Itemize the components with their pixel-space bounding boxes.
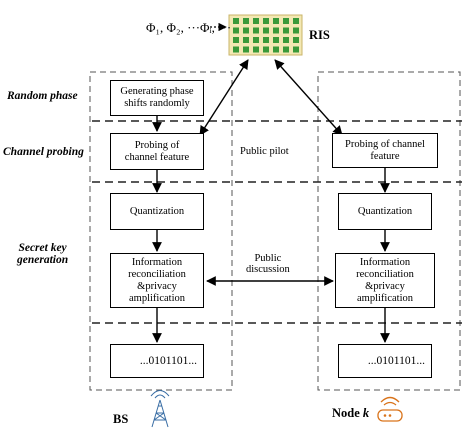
ris-element-cell [263,18,269,24]
public-pilot-label: Public pilot [240,146,289,157]
public-discussion-label: Public discussion [246,253,290,275]
ris-element-cell [243,18,249,24]
bs-label: BS [113,412,129,426]
phase-sequence-text: Φ₁, Φ₂, ···Φᵢ, ··· [146,20,232,35]
ris-element-cell [233,27,239,34]
bs-generate-line2: shifts randomly [124,98,190,109]
ris-element-cell [283,46,289,53]
ris-element-cell [253,27,259,34]
bs-info-reconciliation-box: Information reconciliation &privacy ampl… [110,253,204,308]
ris-element-cell [233,46,239,53]
ris-bs-link [199,59,249,136]
ris-element-cell [253,18,259,24]
node-label: Node k [332,406,369,421]
bs-probing-line2: channel feature [124,151,190,163]
ris-element-cell [293,46,299,53]
bs-key-box: ...0101101... [110,344,204,378]
node-key-bits: ...0101101... [367,355,425,367]
node-info-line1: Information [359,256,411,268]
node-quantization-box: Quantization [338,193,432,230]
ris-element-cell [283,37,289,43]
node-info-line4: amplification [357,292,413,304]
ris-element-cell [243,46,249,53]
ris-element-cell [283,27,289,34]
ris-element-cell [273,37,279,43]
ris-label: RIS [309,28,330,42]
ris-element-cell [243,37,249,43]
bs-generate-phase-box: Generating phase shifts randomly [110,80,204,116]
bs-generate-line1: Generating phase [120,86,194,97]
ris-element-cell [293,37,299,43]
ris-element-cell [233,18,239,24]
bs-info-line4: amplification [129,292,185,304]
ris-element-cell [273,46,279,53]
public-discussion-line1: Public [254,253,282,264]
router-icon [377,396,403,422]
ris-element-cell [293,27,299,34]
bs-info-line3: &privacy [137,280,177,292]
ris-element-cell [293,18,299,24]
ris-element-cell [263,27,269,34]
public-discussion-line2: discussion [246,264,290,275]
bs-key-bits: ...0101101... [139,355,197,367]
node-info-line2: reconciliation [356,268,414,280]
bs-probing-box: Probing of channel feature [110,133,204,170]
bs-container [89,71,233,391]
ris-element-cell [253,46,259,53]
stage-random-phase: Random phase [7,90,78,102]
stage-secret-key-generation: Secret key generation [17,242,68,266]
node-label-var: k [362,406,370,420]
bs-info-line1: Information [131,256,183,268]
stage-secret-key-line1: Secret key [18,242,67,254]
bs-probing-line1: Probing of [134,139,180,151]
ris-element-cell [273,27,279,34]
node-container [317,71,461,391]
ris-element-cell [253,37,259,43]
node-key-box: ...0101101... [338,344,432,378]
node-info-line3: &privacy [365,280,405,292]
node-probing-box: Probing of channel feature [332,133,438,168]
ris-element-cell [263,46,269,53]
ris-element-cell [233,37,239,43]
antenna-tower-icon [150,390,170,428]
stage-channel-probing: Channel probing [3,146,84,158]
bs-info-line2: reconciliation [128,268,186,280]
ris-element-cell [263,37,269,43]
bs-quantization-box: Quantization [110,193,204,230]
node-info-reconciliation-box: Information reconciliation &privacy ampl… [335,253,435,308]
node-label-prefix: Node [332,406,363,420]
ris-element-cell [243,27,249,34]
ris-panel [228,14,303,56]
ris-element-cell [283,18,289,24]
ris-element-cell [273,18,279,24]
stage-secret-key-line2: generation [17,254,69,266]
ris-node-link [274,59,343,136]
